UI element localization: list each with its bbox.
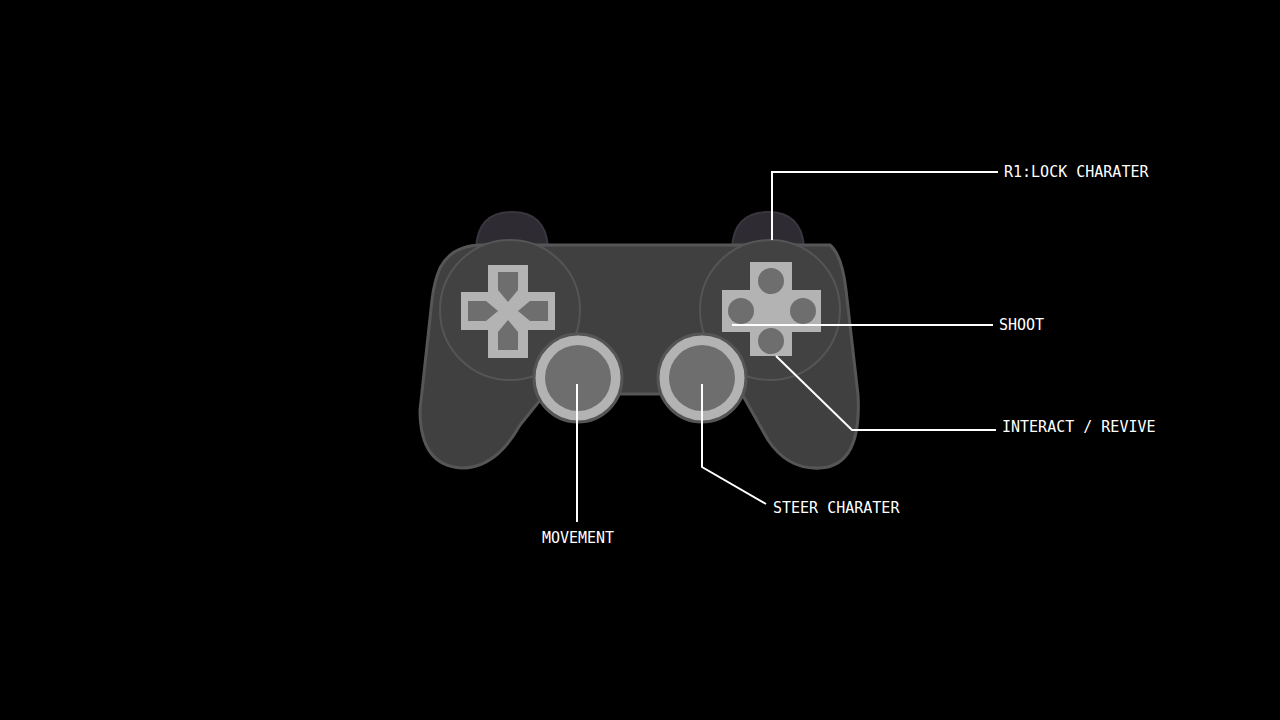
- leader-line: [732, 324, 993, 326]
- callout-label: MOVEMENT: [542, 529, 614, 547]
- leader-lines: [577, 172, 998, 522]
- leader-line: [576, 384, 578, 522]
- callout-label: INTERACT / REVIVE: [1002, 418, 1156, 436]
- dpad: [461, 265, 555, 358]
- gamepad: [420, 212, 858, 468]
- callout-label: STEER CHARATER: [773, 499, 899, 517]
- callout-label: R1:LOCK CHARATER: [1004, 163, 1149, 181]
- face-buttons: [722, 262, 821, 356]
- leader-line: [776, 356, 996, 430]
- leader-line: [702, 384, 766, 504]
- leader-line: [772, 172, 998, 240]
- callout-label: SHOOT: [999, 316, 1044, 334]
